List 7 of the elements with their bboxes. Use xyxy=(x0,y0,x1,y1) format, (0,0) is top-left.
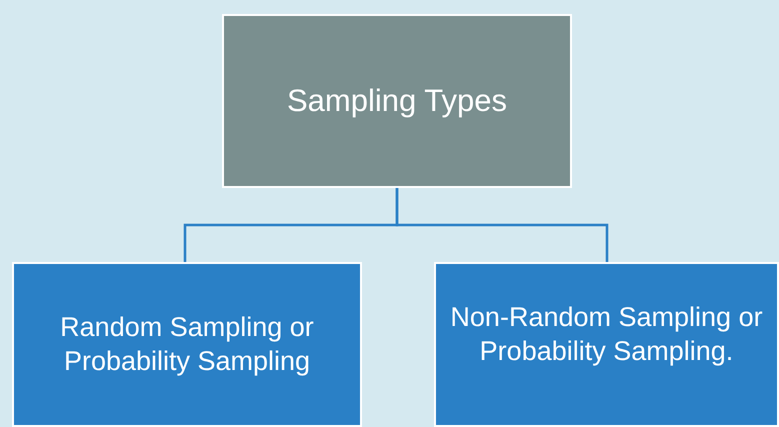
root-box xyxy=(222,14,572,188)
box-label: Non-Random Sampling or Probability Sampling. xyxy=(449,300,764,368)
category-box xyxy=(434,262,779,427)
box-label: Random Sampling or Probability Sampling xyxy=(59,310,315,378)
box-label: Sampling Types xyxy=(287,82,507,120)
category-box xyxy=(12,262,362,427)
connector-line xyxy=(396,188,608,262)
